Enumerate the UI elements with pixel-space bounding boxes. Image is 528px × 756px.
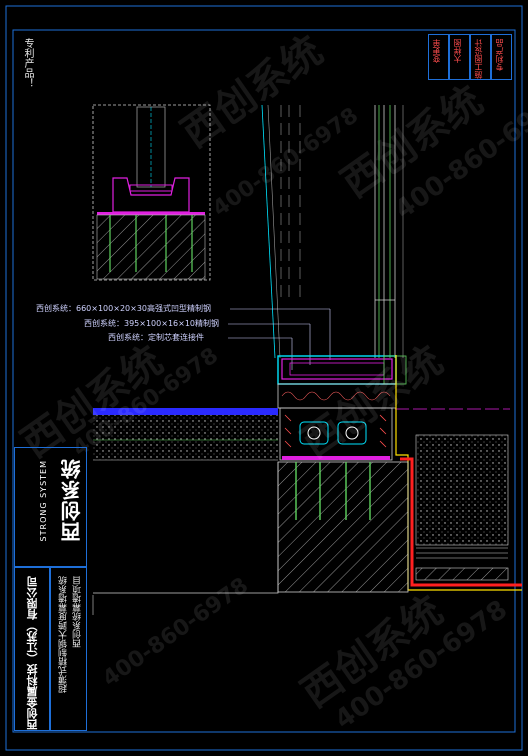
title-block: 西创系统 STRONG SYSTEM 西创金属科技（江苏）有限公司 西创系统幕墙… xyxy=(14,447,87,731)
project-cell: 西创系统幕墙项目 超薄式精制钢大跨度幕墙系统 xyxy=(50,567,87,731)
company-cell: 西创金属科技（江苏）有限公司 xyxy=(14,567,50,731)
callout-connector: 西创系统：定制芯套连接件 xyxy=(108,333,204,342)
logo-cell: 西创系统 STRONG SYSTEM xyxy=(14,447,87,567)
revision-col-3: 施工图设计 xyxy=(474,39,483,79)
revision-col-4: 专利产品 xyxy=(495,39,504,71)
project-subtitle: 超薄式精制钢大跨度幕墙系统 xyxy=(59,576,69,693)
company-name: 西创金属科技（江苏）有限公司 xyxy=(26,576,39,730)
patent-note: 专利产品！ xyxy=(22,38,33,88)
detail-box xyxy=(92,104,211,281)
company-logo: 西创系统 xyxy=(60,458,84,542)
revision-col-1: 变更单 xyxy=(432,39,441,63)
callout-beam: 西创系统：660×100×20×30高强式凹型精制钢 xyxy=(36,304,212,313)
project-title: 西创系统幕墙项目 xyxy=(73,576,83,648)
callout-steel: 西创系统：395×100×16×10精制钢 xyxy=(84,319,220,328)
revision-table: 变更单 大样图 施工图设计 专利产品 xyxy=(428,34,512,80)
revision-col-2: 大样图 xyxy=(453,39,462,63)
company-logo-sub: STRONG SYSTEM xyxy=(39,460,48,542)
